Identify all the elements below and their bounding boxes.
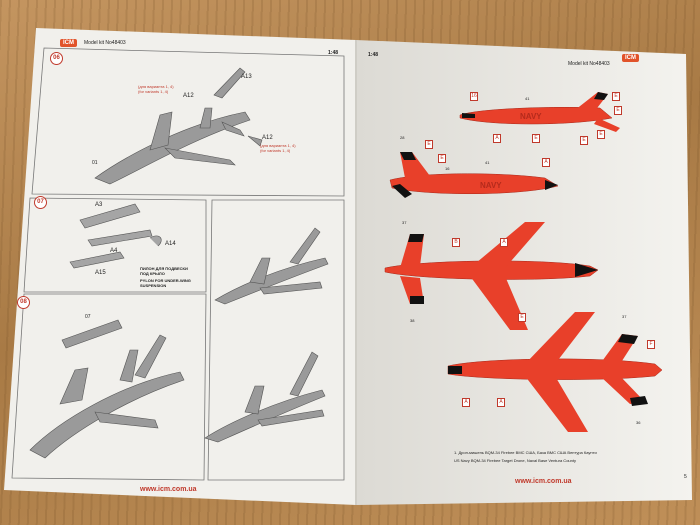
part-a14: A14: [165, 241, 176, 247]
left-model-number: Model kit No48403: [84, 40, 126, 46]
right-scale: 1:48: [368, 52, 379, 58]
left-page-paper: [4, 28, 356, 505]
step08-drone-illustration: [29, 319, 185, 459]
step07-pylon-illustration: [69, 203, 162, 269]
part-a15: A15: [95, 270, 106, 276]
callout-side1-41: 41: [525, 96, 530, 101]
callout-top-38: 38: [410, 318, 415, 323]
pylon-label-en-1: PYLON FOR UNDER-WING: [140, 278, 191, 283]
callout-side1-e-1: E: [612, 92, 620, 101]
part-a4: A4: [110, 248, 118, 254]
icm-logo-right: ICM: [622, 54, 639, 62]
part-07: 07: [85, 314, 91, 320]
callout-side1-e-5: E: [532, 134, 540, 143]
pylon-label-en-2: SUSPENSION: [140, 283, 167, 288]
callout-side1-e-4: E: [580, 136, 588, 145]
callout-side1-e-3: E: [597, 130, 605, 139]
frame-step-08: [11, 293, 207, 481]
side-view-drone-top: [214, 227, 329, 305]
view-number-01: 01: [92, 160, 98, 166]
left-scale: 1:48: [328, 50, 339, 56]
frame-step-07: [23, 197, 207, 293]
right-model-number: Model kit No48403: [568, 61, 610, 67]
callout-side2-e-2: E: [438, 154, 446, 163]
callout-side2-a: A: [542, 158, 550, 167]
callout-bottom-f: F: [647, 340, 655, 349]
callout-side2-16: 16: [445, 166, 450, 171]
pylon-label-ru-2: ПОД КРЫЛО: [140, 271, 165, 276]
note-top-en: (for variants 1, 4): [138, 89, 169, 94]
callout-side2-28: 28: [400, 135, 405, 140]
drone-side-view-1: NAVY: [459, 92, 620, 132]
part-a3: A3: [95, 202, 103, 208]
caption-ru: 1. Дрон-мишень BQM-34 Firebee ВМС США, Б…: [454, 450, 597, 455]
note-top-ru: (для варианта 1, 4): [138, 84, 174, 89]
right-page-url: www.icm.com.ua: [515, 478, 572, 485]
right-page-number: 5: [684, 474, 687, 480]
part-a12-top: A12: [183, 93, 194, 99]
left-page-url: www.icm.com.ua: [140, 486, 197, 493]
frame-side-views: [207, 199, 345, 481]
side-view-drone-bottom: [204, 351, 326, 443]
step06-drone-illustration: [94, 67, 263, 185]
navy-marking-2: NAVY: [480, 181, 502, 190]
callout-bottom-36: 36: [636, 420, 641, 425]
icm-logo-left: ICM: [60, 39, 77, 47]
callout-top-37: 37: [402, 220, 407, 225]
callout-bottom-37: 37: [622, 314, 627, 319]
callout-side2-41: 41: [485, 160, 490, 165]
pylon-label-ru-1: ПИЛОН ДЛЯ ПОДВЕСКИ: [140, 266, 188, 271]
callout-top-b: B: [452, 238, 460, 247]
drone-bottom-view: [447, 312, 663, 432]
note-bottom-ru: (для варианта 1, 4): [260, 143, 296, 148]
callout-side1-e-2: E: [614, 106, 622, 115]
step-08-badge: 08: [17, 296, 30, 309]
callout-bottom-e: E: [518, 313, 526, 322]
callout-top-a: A: [500, 238, 508, 247]
frame-step-06: [31, 47, 345, 197]
callout-bottom-a-2: A: [497, 398, 505, 407]
callout-side2-e-1: E: [425, 140, 433, 149]
callout-bottom-a-1: A: [462, 398, 470, 407]
note-bottom-en: (for variants 1, 4): [260, 148, 291, 153]
callout-side1-16: 16: [470, 92, 478, 101]
part-a12-bottom: A12: [262, 135, 273, 141]
part-a13: A13: [241, 74, 252, 80]
drone-side-view-2: NAVY: [389, 152, 559, 198]
navy-marking-1: NAVY: [520, 112, 542, 121]
step-07-badge: 07: [34, 196, 47, 209]
panel-frames: [11, 47, 345, 481]
callout-side1-a: A: [493, 134, 501, 143]
caption-en: US Navy BQM-34 Firebee Target Drone, Nav…: [454, 458, 576, 463]
step-06-badge: 06: [50, 52, 63, 65]
